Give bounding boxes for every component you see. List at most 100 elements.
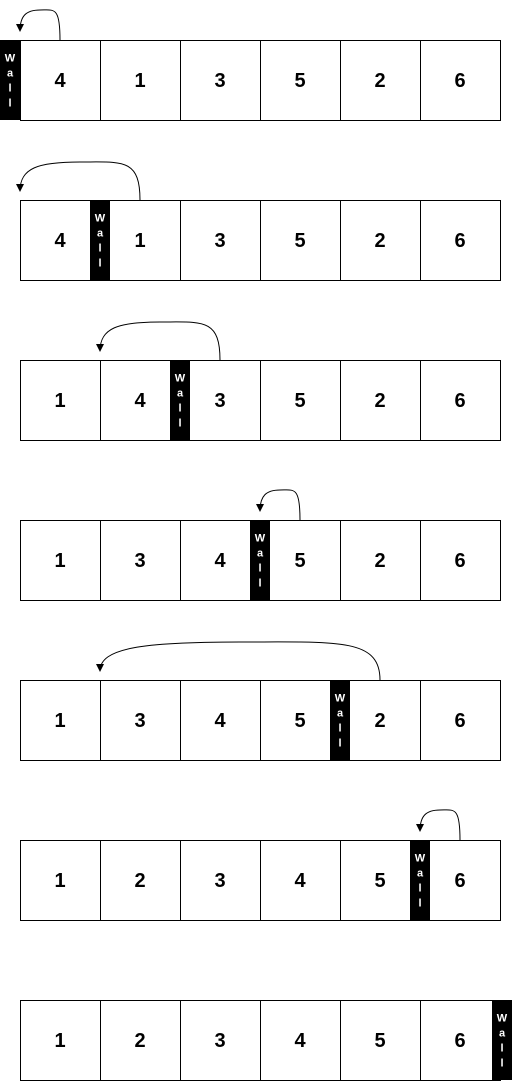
array-cell — [420, 520, 501, 601]
wall-label-letter: a — [257, 548, 264, 560]
wall-label-letter: l — [178, 403, 181, 415]
wall-marker — [250, 520, 270, 600]
cell-value: 4 — [54, 70, 66, 92]
array-cell — [100, 200, 181, 281]
array-cell — [100, 360, 181, 441]
cell-value: 2 — [374, 70, 385, 92]
cell-value: 1 — [54, 710, 65, 732]
wall-label-letter: W — [175, 373, 186, 385]
array-cell — [340, 360, 421, 441]
wall-label-letter: l — [418, 883, 421, 895]
cell-value: 3 — [214, 1030, 225, 1052]
array-cell — [180, 840, 261, 921]
array-cell — [180, 40, 261, 121]
array-cell — [20, 1000, 101, 1081]
cell-value: 3 — [134, 550, 145, 572]
array-cell — [420, 200, 501, 281]
wall-label-letter: l — [338, 723, 341, 735]
cell-value: 4 — [214, 710, 226, 732]
array-cell — [100, 680, 181, 761]
cell-value: 6 — [454, 230, 465, 252]
wall-marker — [170, 360, 190, 440]
cell-value: 3 — [214, 230, 225, 252]
array-cell — [20, 840, 101, 921]
cell-value: 4 — [294, 1030, 306, 1052]
cell-value: 5 — [294, 390, 305, 412]
array-cell — [340, 840, 421, 921]
move-arrow — [96, 321, 221, 361]
array-cell — [20, 520, 101, 601]
wall-label-letter: W — [415, 853, 426, 865]
array-cell — [260, 520, 341, 601]
wall-label-letter: W — [255, 533, 266, 545]
cell-value: 4 — [54, 230, 66, 252]
wall-marker — [330, 680, 350, 760]
move-arrow — [16, 161, 141, 201]
cell-value: 2 — [374, 710, 385, 732]
wall-label-letter: l — [98, 258, 101, 270]
cell-value: 4 — [294, 870, 306, 892]
wall-label-letter: a — [177, 388, 184, 400]
array-cell — [340, 200, 421, 281]
cell-value: 4 — [134, 390, 146, 412]
cell-value: 5 — [374, 1030, 385, 1052]
move-arrow — [16, 9, 61, 41]
array-cell — [20, 360, 101, 441]
array-cell — [340, 520, 421, 601]
cell-value: 2 — [134, 870, 145, 892]
array-cell — [100, 40, 181, 121]
cell-value: 3 — [134, 710, 145, 732]
cell-value: 2 — [134, 1030, 145, 1052]
wall-label-letter: a — [417, 868, 424, 880]
cell-value: 1 — [134, 230, 145, 252]
array-cell — [420, 360, 501, 441]
cell-value: 6 — [454, 390, 465, 412]
move-arrow — [416, 809, 461, 841]
array-cell — [260, 360, 341, 441]
wall-label-letter: a — [499, 1028, 506, 1040]
array-cell — [180, 360, 261, 441]
wall-label-letter: l — [258, 563, 261, 575]
cell-value: 2 — [374, 550, 385, 572]
wall-label-letter: l — [8, 83, 11, 95]
wall-marker — [492, 1000, 512, 1080]
cell-value: 1 — [134, 70, 145, 92]
cell-value: 2 — [374, 390, 385, 412]
wall-label-letter: a — [337, 708, 344, 720]
cell-value: 5 — [294, 70, 305, 92]
cell-value: 5 — [294, 710, 305, 732]
array-cell — [20, 200, 101, 281]
wall-label-letter: l — [8, 98, 11, 110]
wall-label-letter: W — [95, 213, 106, 225]
array-cell — [180, 200, 261, 281]
array-cell — [180, 520, 261, 601]
wall-label-letter: l — [500, 1058, 503, 1070]
array-cell — [260, 40, 341, 121]
array-cell — [420, 1000, 501, 1081]
wall-label-letter: l — [258, 578, 261, 590]
cell-value: 3 — [214, 390, 225, 412]
cell-value: 1 — [54, 870, 65, 892]
cell-value: 1 — [54, 390, 65, 412]
move-arrow — [96, 641, 381, 681]
wall-label-letter: l — [500, 1043, 503, 1055]
wall-label-letter: a — [7, 68, 14, 80]
wall-label-letter: a — [97, 228, 104, 240]
wall-label-letter: W — [335, 693, 346, 705]
cell-value: 4 — [214, 550, 226, 572]
cell-value: 1 — [54, 550, 65, 572]
cell-value: 5 — [294, 230, 305, 252]
wall-label-letter: W — [497, 1013, 508, 1025]
cell-value: 6 — [454, 70, 465, 92]
array-cell — [20, 40, 101, 121]
cell-value: 3 — [214, 70, 225, 92]
cell-value: 5 — [294, 550, 305, 572]
